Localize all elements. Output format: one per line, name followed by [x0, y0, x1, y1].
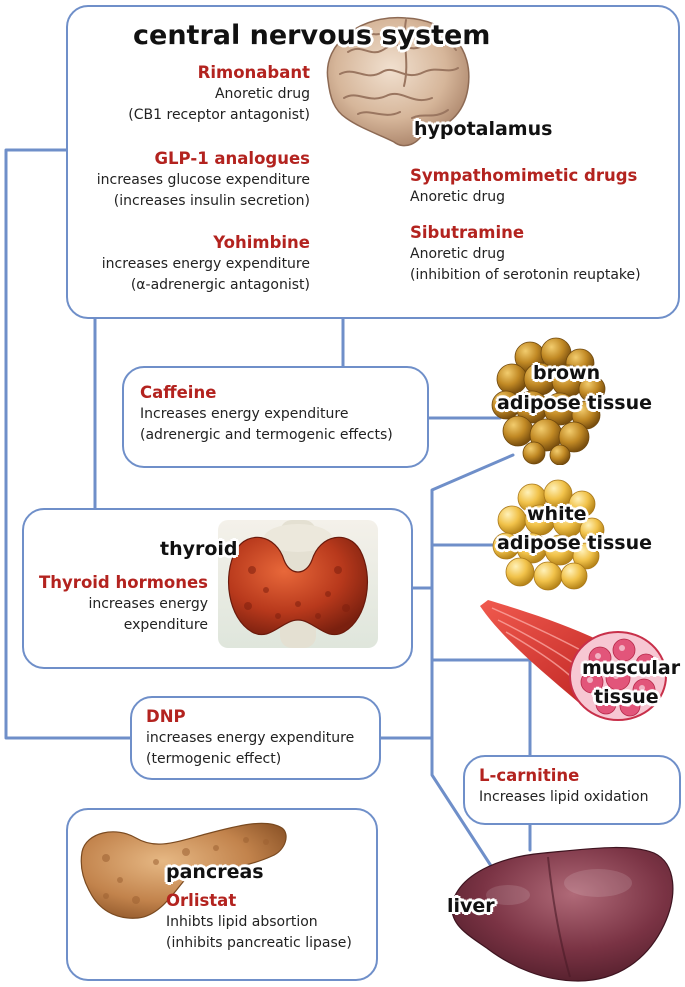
dnp-desc-1: increases energy expenditure	[146, 730, 355, 746]
liver-icon	[451, 846, 674, 982]
yohimbine-block: Yohimbine increases energy expenditure (…	[70, 232, 310, 296]
muscular-label-2: tissue	[594, 686, 659, 708]
rimonabant-name: Rimonabant	[197, 63, 310, 82]
sibutramine-desc-2: (inhibition of serotonin reuptake)	[410, 267, 641, 283]
pancreas-icon	[80, 822, 287, 919]
thyroid-hormones-name: Thyroid hormones	[39, 573, 208, 592]
liver-label: liver	[447, 895, 495, 917]
yohimbine-desc-2: (α-adrenergic antagonist)	[130, 277, 310, 293]
glp1-block: GLP-1 analogues increases glucose expend…	[70, 148, 310, 212]
dnp-desc-2: (termogenic effect)	[146, 751, 282, 767]
thyroid-label: thyroid	[160, 538, 238, 560]
hypothalamus-label: hypotalamus	[414, 118, 553, 140]
rimonabant-desc-2: (CB1 receptor antagonist)	[128, 107, 310, 123]
brown-fat-icon	[491, 337, 606, 465]
rimonabant-desc-1: Anoretic drug	[214, 86, 310, 102]
yohimbine-desc-1: increases energy expenditure	[101, 256, 310, 272]
brown-fat-label-1: brown	[533, 362, 601, 384]
white-fat-label-2: adipose tissue	[497, 532, 653, 554]
caffeine-box: Caffeine Increases energy expenditure (a…	[122, 366, 429, 468]
thyroid-hormones-desc-2: expenditure	[123, 617, 208, 633]
white-fat-label-1: white	[527, 503, 587, 525]
sympathomimetic-desc-1: Anoretic drug	[410, 189, 506, 205]
lcarnitine-name: L-carnitine	[479, 766, 580, 785]
dnp-block: DNP increases energy expenditure (termog…	[146, 706, 354, 770]
sibutramine-desc-1: Anoretic drug	[410, 246, 506, 262]
caffeine-block: Caffeine Increases energy expenditure (a…	[140, 382, 393, 446]
dnp-name: DNP	[146, 707, 186, 726]
cns-label: central nervous system	[133, 20, 491, 51]
yohimbine-name: Yohimbine	[213, 233, 310, 252]
muscle-icon	[480, 600, 667, 721]
left-trunk-line	[4, 148, 132, 740]
muscular-label-1: muscular	[582, 657, 681, 679]
lcarnitine-block: L-carnitine Increases lipid oxidation	[479, 765, 648, 808]
lcarnitine-desc-1: Increases lipid oxidation	[479, 789, 649, 805]
lcarnitine-box: L-carnitine Increases lipid oxidation	[463, 755, 681, 825]
rimonabant-block: Rimonabant Anoretic drug (CB1 receptor a…	[70, 62, 310, 126]
sibutramine-block: Sibutramine Anoretic drug (inhibition of…	[410, 222, 641, 286]
orlistat-block: Orlistat Inhibts lipid absortion (inhibi…	[166, 890, 352, 954]
sympathomimetic-name: Sympathomimetic drugs	[410, 166, 638, 185]
brown-fat-label-2: adipose tissue	[497, 392, 653, 414]
sibutramine-name: Sibutramine	[410, 223, 525, 242]
pancreas-label: pancreas	[166, 861, 264, 883]
thyroid-hormones-block: Thyroid hormones increases energy expend…	[30, 572, 208, 636]
central-trunk-line	[430, 453, 515, 874]
white-fat-icon	[492, 479, 605, 591]
sympathomimetic-block: Sympathomimetic drugs Anoretic drug	[410, 165, 637, 208]
caffeine-desc-2: (adrenergic and termogenic effects)	[140, 427, 393, 443]
orlistat-desc-1: Inhibts lipid absortion	[166, 914, 318, 930]
glp1-desc-1: increases glucose expenditure	[96, 172, 310, 188]
thyroid-icon	[218, 520, 378, 648]
orlistat-name: Orlistat	[166, 891, 237, 910]
orlistat-desc-2: (inhibits pancreatic lipase)	[166, 935, 352, 951]
caffeine-desc-1: Increases energy expenditure	[140, 406, 349, 422]
glp1-desc-2: (increases insulin secretion)	[113, 193, 310, 209]
caffeine-name: Caffeine	[140, 383, 217, 402]
glp1-name: GLP-1 analogues	[154, 149, 310, 168]
thyroid-hormones-desc-1: increases energy	[88, 596, 208, 612]
brain-icon	[326, 16, 470, 147]
dnp-box: DNP increases energy expenditure (termog…	[130, 696, 381, 780]
